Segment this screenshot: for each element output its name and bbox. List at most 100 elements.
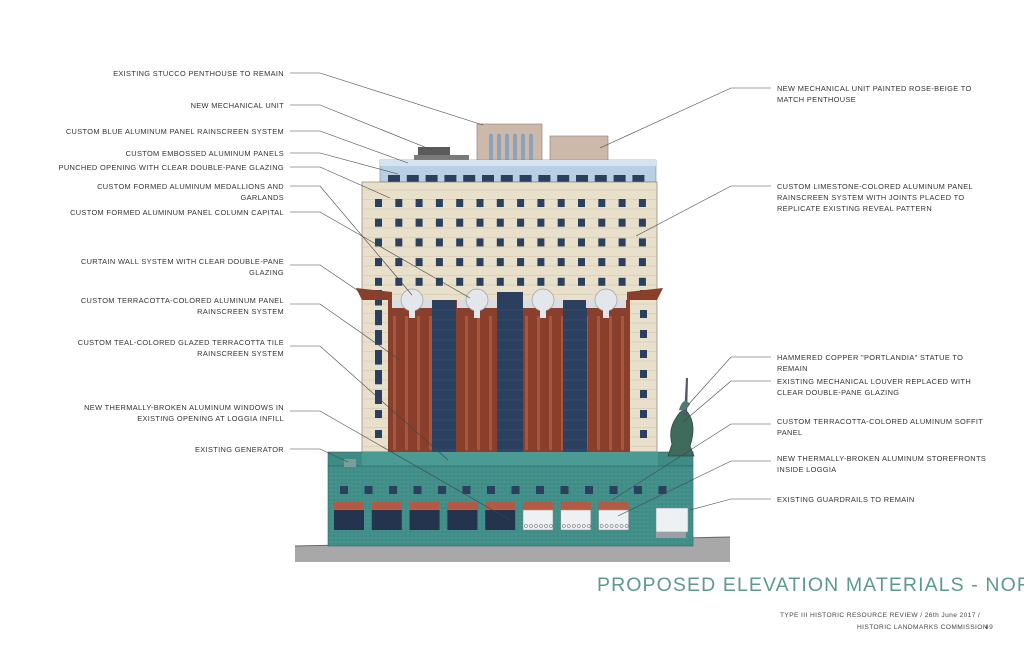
callout-left: CURTAIN WALL SYSTEM WITH CLEAR DOUBLE-PA…: [81, 256, 284, 278]
punched-window: [618, 218, 626, 227]
guardrail: [544, 524, 548, 528]
punched-window: [640, 390, 647, 398]
punched-window: [415, 199, 423, 207]
page-number: 49: [985, 624, 994, 631]
guardrail: [539, 524, 543, 528]
punched-window: [640, 310, 647, 318]
base-window: [560, 486, 569, 494]
callout-line: EXISTING STUCCO PENTHOUSE TO REMAIN: [113, 69, 284, 78]
crown-window: [406, 175, 419, 184]
guardrail: [609, 524, 614, 528]
punched-window: [395, 199, 403, 207]
penthouse-slot: [505, 134, 509, 160]
punched-window: [557, 258, 565, 267]
callout-line: NEW MECHANICAL UNIT PAINTED ROSE-BEIGE T…: [777, 84, 972, 93]
punched-window: [375, 218, 382, 227]
soffit-panel: [371, 502, 402, 509]
punched-window: [640, 410, 647, 418]
callout-left: EXISTING STUCCO PENTHOUSE TO REMAIN: [113, 68, 284, 79]
punched-window: [557, 218, 565, 227]
callout-line: RAINSCREEN SYSTEM: [197, 307, 284, 316]
pilaster-stripe: [429, 316, 432, 450]
base-window: [609, 486, 618, 494]
curtain-wall: [497, 292, 523, 452]
punched-window: [537, 258, 545, 267]
callout-line: CUSTOM TEAL-COLORED GLAZED TERRACOTTA TI…: [77, 338, 284, 347]
keystone-right: [627, 288, 663, 300]
punched-window: [638, 238, 646, 247]
punched-window: [537, 277, 545, 286]
callout-left: PUNCHED OPENING WITH CLEAR DOUBLE-PANE G…: [59, 162, 284, 173]
callout-left: CUSTOM BLUE ALUMINUM PANEL RAINSCREEN SY…: [66, 126, 284, 137]
punched-window: [578, 199, 585, 207]
loggia-window: [334, 510, 364, 530]
punched-window: [435, 199, 443, 207]
callout-line: CUSTOM FORMED ALUMINUM PANEL COLUMN CAPI…: [70, 208, 284, 217]
soffit-panel: [334, 502, 364, 509]
footer-line-1: TYPE III HISTORIC RESOURCE REVIEW / 26th…: [780, 612, 981, 619]
punched-window: [598, 277, 606, 286]
callout-left: CUSTOM TEAL-COLORED GLAZED TERRACOTTA TI…: [78, 337, 284, 359]
callout-line: HAMMERED COPPER "PORTLANDIA" STATUE TO: [777, 353, 964, 362]
punched-window: [375, 310, 382, 318]
portlandia-statue: [667, 410, 695, 457]
page-title: PROPOSED ELEVATION MATERIALS - NORTH: [597, 574, 1024, 596]
punched-window: [375, 430, 382, 438]
guardrail: [581, 524, 586, 528]
punched-window: [415, 277, 423, 286]
pilaster-stripe: [621, 316, 624, 450]
callout-left: CUSTOM FORMED ALUMINUM PANEL COLUMN CAPI…: [70, 207, 284, 218]
guardrail: [624, 524, 629, 528]
loggia-window: [409, 510, 440, 530]
punched-window: [456, 277, 464, 286]
punched-window: [517, 218, 525, 227]
callout-line: PUNCHED OPENING WITH CLEAR DOUBLE-PANE G…: [58, 163, 284, 172]
punched-window: [415, 258, 423, 267]
base-window: [585, 486, 593, 494]
soffit-panel: [447, 502, 478, 509]
base-window: [487, 486, 495, 494]
punched-window: [496, 218, 504, 227]
guardrail: [549, 524, 553, 528]
keystone-left: [356, 288, 392, 300]
medallion-drop: [409, 306, 415, 318]
callout-right: NEW MECHANICAL UNIT PAINTED ROSE-BEIGE T…: [777, 83, 972, 105]
punched-window: [435, 218, 443, 227]
base-window: [634, 486, 642, 494]
base-window: [658, 486, 667, 494]
crown-window: [576, 175, 588, 184]
crown-window: [594, 175, 607, 184]
punched-window: [456, 218, 464, 227]
callout-right: EXISTING MECHANICAL LOUVER REPLACED WITH…: [777, 376, 971, 398]
punched-window: [476, 238, 484, 247]
base-window: [364, 486, 373, 494]
guardrail: [599, 524, 604, 528]
loggia-window: [371, 510, 402, 530]
callout-line: EXISTING MECHANICAL LOUVER REPLACED WITH: [777, 377, 972, 386]
callout-line: CURTAIN WALL SYSTEM WITH CLEAR DOUBLE-PA…: [80, 257, 284, 266]
callout-line: GLAZING: [249, 268, 284, 277]
punched-window: [476, 199, 484, 207]
pilaster-stripe: [525, 316, 528, 450]
punched-window: [638, 218, 646, 227]
guardrail: [576, 524, 581, 528]
pilaster-stripe: [405, 316, 408, 450]
guardrail: [566, 524, 571, 528]
crown-window: [613, 175, 626, 184]
crown-window: [500, 175, 513, 184]
pilaster-stripe: [417, 316, 420, 450]
crown-window: [444, 175, 457, 184]
callout-line: INSIDE LOGGIA: [777, 465, 837, 474]
callout-right: NEW THERMALLY-BROKEN ALUMINUM STOREFRONT…: [777, 453, 986, 475]
pilaster-stripe: [609, 316, 612, 450]
punched-window: [375, 356, 382, 365]
punched-window: [476, 277, 484, 286]
callout-right: EXISTING GUARDRAILS TO REMAIN: [777, 494, 915, 505]
punched-window: [476, 258, 484, 267]
penthouse-slot: [489, 134, 493, 160]
callout-line: RAINSCREEN SYSTEM: [197, 349, 284, 358]
footer-line-2: HISTORIC LANDMARKS COMMISSION: [857, 624, 988, 631]
punched-window: [598, 258, 606, 267]
